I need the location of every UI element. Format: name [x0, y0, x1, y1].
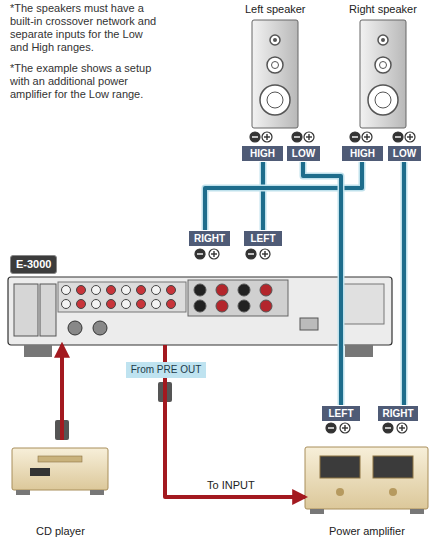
channel-label: RIGHT — [378, 406, 418, 421]
rca-plug — [55, 382, 172, 440]
cd-player-node: CD player — [12, 440, 108, 495]
cable-label: To INPUT — [205, 479, 257, 491]
rca-jack-row — [62, 284, 273, 312]
channel-label: LEFT — [322, 406, 360, 421]
integrated-amplifier-node: E-3000 — [8, 230, 392, 345]
audio-cable — [62, 345, 63, 440]
device-label: Power amplifier — [329, 525, 405, 538]
power-amplifier — [305, 447, 428, 514]
speaker-cable — [404, 162, 405, 405]
cd-player — [12, 448, 108, 495]
speaker-cabinet — [252, 20, 298, 128]
device-label: Left speaker — [245, 3, 306, 16]
speaker-cabinet — [360, 20, 406, 128]
terminal-label: HIGH — [342, 146, 383, 161]
terminal-label: HIGH — [242, 146, 283, 161]
note-text: *The example shows a setup with an addit… — [10, 62, 160, 101]
output-label: From PRE OUT — [126, 362, 206, 378]
note-text: *The speakers must have a built-in cross… — [10, 2, 160, 54]
speaker: Right speaker — [340, 20, 422, 162]
channel-label: LEFT — [244, 231, 282, 246]
speaker-cable — [303, 162, 341, 405]
integrated-amplifier — [8, 277, 392, 357]
channel-label: RIGHT — [189, 231, 230, 246]
model-tag: E-3000 — [10, 255, 57, 274]
speaker-cable — [263, 162, 264, 230]
device-label: CD player — [36, 525, 85, 538]
power-amplifier-node: Power amplifier — [305, 405, 428, 515]
terminal-label: LOW — [287, 146, 320, 161]
device-label: Right speaker — [349, 3, 417, 16]
terminal-label: LOW — [388, 146, 421, 161]
speaker: Left speaker — [242, 20, 322, 162]
